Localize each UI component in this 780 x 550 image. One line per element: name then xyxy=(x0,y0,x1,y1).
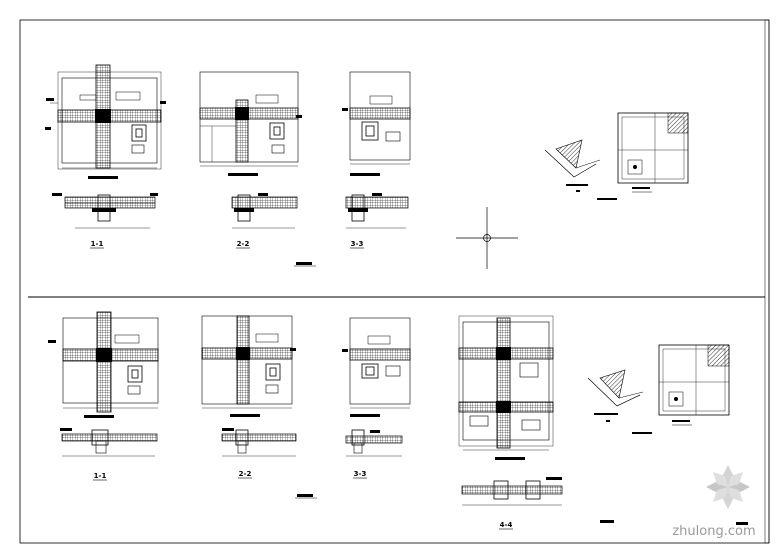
title-block-mark xyxy=(600,520,614,523)
bottom-plan-1 xyxy=(48,311,159,418)
bottom-section-4 xyxy=(461,477,563,506)
bottom-slab-plan xyxy=(632,344,730,434)
bottom-section-label-2: 2-2 xyxy=(239,470,252,478)
bottom-section-label-4: 4-4 xyxy=(500,521,513,529)
top-section-label-2: 2-2 xyxy=(237,240,250,248)
bottom-plan-3 xyxy=(342,317,411,417)
top-plan-2 xyxy=(199,71,302,176)
bottom-section-label-3: 3-3 xyxy=(354,470,367,478)
sheet-border xyxy=(19,19,770,544)
top-corner-detail xyxy=(544,139,601,192)
bottom-corner-detail xyxy=(587,369,644,422)
bottom-section-label-1: 1-1 xyxy=(94,472,107,480)
bottom-section-1 xyxy=(60,428,158,457)
sheet-border-right-strip xyxy=(764,19,770,544)
top-section-1 xyxy=(52,193,158,229)
top-slab-plan xyxy=(597,112,689,200)
top-section-label-3: 3-3 xyxy=(351,240,364,248)
bottom-section-2 xyxy=(221,428,297,457)
top-section-label-1: 1-1 xyxy=(91,240,104,248)
watermark-text: zhulong.com xyxy=(672,524,755,539)
crosshair-symbol xyxy=(456,207,518,269)
bottom-plan-4 xyxy=(458,315,554,460)
bottom-plan-2 xyxy=(201,315,296,417)
top-plan-3 xyxy=(342,71,411,176)
top-section-3 xyxy=(345,193,409,229)
watermark-logo xyxy=(706,465,750,509)
top-section-2 xyxy=(231,193,298,229)
top-plan-1 xyxy=(45,64,166,179)
bottom-section-3 xyxy=(345,429,403,457)
